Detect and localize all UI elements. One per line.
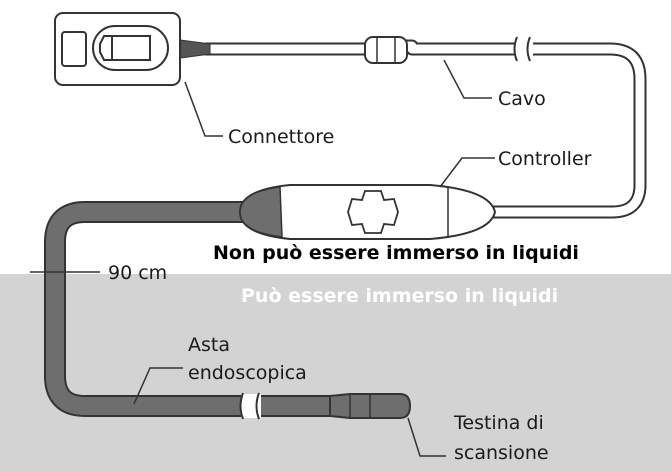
scan-head [329, 393, 412, 419]
controller-body [238, 184, 497, 240]
label-head-line1: Testina di [454, 412, 544, 434]
zone-wet-label: Può essere immerso in liquidi [241, 285, 559, 307]
immersible-zone [0, 274, 671, 471]
label-connector: Connettore [228, 126, 335, 148]
connector-body [54, 12, 181, 86]
leader-shaft [133, 367, 183, 405]
controller-dial-icon [347, 190, 399, 234]
label-controller: Controller [498, 148, 592, 170]
label-head-line2: scansione [454, 442, 549, 464]
leader-head [407, 417, 446, 457]
shaft-break [239, 392, 261, 420]
cable [205, 39, 647, 219]
leader-connector [184, 81, 223, 137]
label-depth: 90 cm [108, 262, 168, 284]
endoscopic-shaft [44, 201, 350, 417]
cable-ferrite [364, 36, 408, 64]
zone-dry-label: Non può essere immerso in liquidi [213, 242, 579, 264]
label-shaft-line2: endoscopica [188, 362, 307, 384]
leader-controller [439, 157, 495, 188]
label-cable: Cavo [498, 88, 546, 110]
leader-cable [443, 59, 492, 99]
label-shaft-line1: Asta [188, 334, 230, 356]
cable-break [513, 36, 533, 62]
